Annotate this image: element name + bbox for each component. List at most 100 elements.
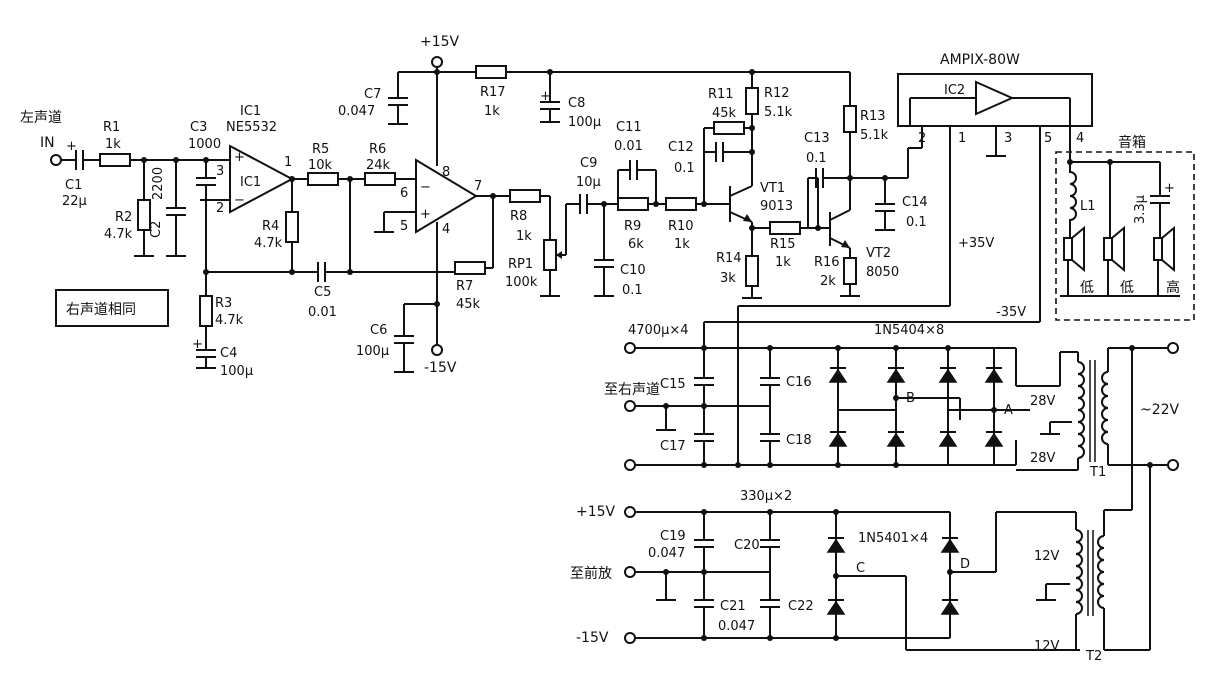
diode-6: [886, 432, 906, 447]
r1-resistor: [99, 153, 131, 167]
t1-label: T1: [1089, 465, 1106, 480]
psu-plus-terminal: [624, 342, 636, 354]
c20-name: C20: [734, 538, 760, 553]
c10-name: C10: [620, 263, 646, 278]
l1-label: L1: [1080, 199, 1096, 214]
ic1b-plus: +: [420, 207, 431, 222]
diode-5: [828, 432, 848, 447]
c19-value: 0.047: [648, 546, 685, 561]
input-terminal: [50, 154, 62, 166]
r3-resistor: [199, 295, 213, 327]
ic1b-pin4: 4: [442, 222, 450, 237]
right-channel-box: [55, 289, 169, 327]
bridge-diodes: [828, 348, 1004, 465]
r10-value: 1k: [674, 237, 690, 252]
c16-name: C16: [786, 375, 812, 390]
r15-name: R15: [770, 237, 796, 252]
v12b-label: 12V: [1034, 639, 1060, 654]
psu-ground-terminal: [624, 400, 636, 412]
c1-plus: +: [66, 139, 77, 154]
ac-terminal-bottom: [1167, 459, 1179, 471]
r3-value: 4.7k: [215, 313, 244, 328]
c2-value: 2200: [151, 167, 166, 200]
c14-name: C14: [902, 195, 928, 210]
left-channel-label: 左声道: [20, 110, 62, 126]
cap4700-label: 4700μ×4: [628, 323, 689, 338]
r1-name: R1: [103, 120, 120, 135]
pre-ground-terminal: [624, 566, 636, 578]
r5-value: 10k: [308, 158, 333, 173]
p15v-label: +15V: [576, 504, 616, 520]
c1-name: C1: [65, 178, 82, 193]
ic1-pin2: 2: [216, 201, 224, 216]
ic1-inner-label: IC1: [240, 175, 261, 190]
high-label: 高: [1166, 279, 1180, 296]
ic2-pin4: 4: [1076, 131, 1084, 146]
pre-diode-1: [826, 538, 846, 553]
c21-name: C21: [720, 599, 746, 614]
plus15-top-terminal: [431, 56, 443, 68]
diode-4: [984, 368, 1004, 383]
discrete-stage: R17 1k + C8 100μ C9 10μ C10 0.1 R9 6k: [437, 65, 928, 299]
r10-resistor: [665, 197, 697, 211]
r3-name: R3: [215, 296, 232, 311]
amp-title: AMPIX-80W: [940, 52, 1020, 68]
v22-label: ~22V: [1140, 402, 1180, 418]
c17-name: C17: [660, 439, 686, 454]
r1-value: 1k: [105, 137, 121, 152]
ic1b-pin6: 6: [400, 186, 408, 201]
c9-name: C9: [580, 156, 597, 171]
r5-name: R5: [312, 142, 329, 157]
tweeter-cap-label: 3.3μ: [1133, 195, 1148, 224]
rp1-name: RP1: [508, 257, 533, 272]
r17-resistor: [475, 65, 507, 79]
to-right-label: 至右声道: [604, 382, 660, 398]
ic1-minus: −: [234, 193, 245, 208]
ac-terminal-top: [1167, 342, 1179, 354]
c13-name: C13: [804, 131, 830, 146]
vt1-value: 9013: [760, 199, 793, 214]
c8-name: C8: [568, 96, 585, 111]
r16-name: R16: [814, 255, 840, 270]
ic2-label: IC2: [944, 83, 965, 98]
ic1b-pin8: 8: [442, 165, 450, 180]
v28a-label: 28V: [1030, 394, 1056, 409]
ic1-plus: +: [234, 150, 245, 165]
minus15-terminal: [431, 344, 443, 356]
input-section: 左声道 IN + C1 22μ R1 1k R2 4.7k C2 2200 C3: [20, 104, 295, 379]
pre-diode-3: [940, 538, 960, 553]
c7-value: 0.047: [338, 104, 375, 119]
r8-resistor: [509, 189, 541, 203]
vt1-name: VT1: [760, 181, 785, 196]
r6-value: 24k: [366, 158, 391, 173]
ic2-amplifier: [975, 80, 1015, 116]
r4-name: R4: [262, 219, 279, 234]
psu-minus-terminal: [624, 459, 636, 471]
to-pre-label: 至前放: [570, 565, 612, 582]
r15-resistor: [769, 221, 801, 235]
c11-value: 0.01: [614, 139, 643, 154]
stage1-feedback: R5 10k R6 24k R4 4.7k C5 0.01: [206, 142, 456, 320]
r13-name: R13: [860, 109, 886, 124]
cap330-label: 330μ×2: [740, 489, 792, 504]
r9-resistor: [617, 197, 649, 211]
diode-7: [938, 432, 958, 447]
c2-name: C2: [149, 221, 164, 238]
speaker-box-label: 音箱: [1118, 134, 1146, 151]
r11-resistor: [713, 121, 745, 135]
pre-plus-terminal: [624, 506, 636, 518]
r7-name: R7: [456, 279, 473, 294]
c3-value: 1000: [188, 137, 221, 152]
r11-value: 45k: [712, 106, 737, 121]
ic2-pin5: 5: [1044, 131, 1052, 146]
t2-secondary: [1075, 529, 1083, 615]
c1-value: 22μ: [62, 194, 87, 209]
right-channel-same: 右声道相同: [66, 302, 136, 318]
r17-value: 1k: [484, 104, 500, 119]
c4-value: 100μ: [220, 364, 253, 379]
r4-resistor: [285, 211, 299, 243]
r2-value: 4.7k: [104, 227, 133, 242]
plus35-label: +35V: [958, 236, 994, 251]
ic1-pin3: 3: [216, 164, 224, 179]
rp1-value: 100k: [505, 275, 538, 290]
